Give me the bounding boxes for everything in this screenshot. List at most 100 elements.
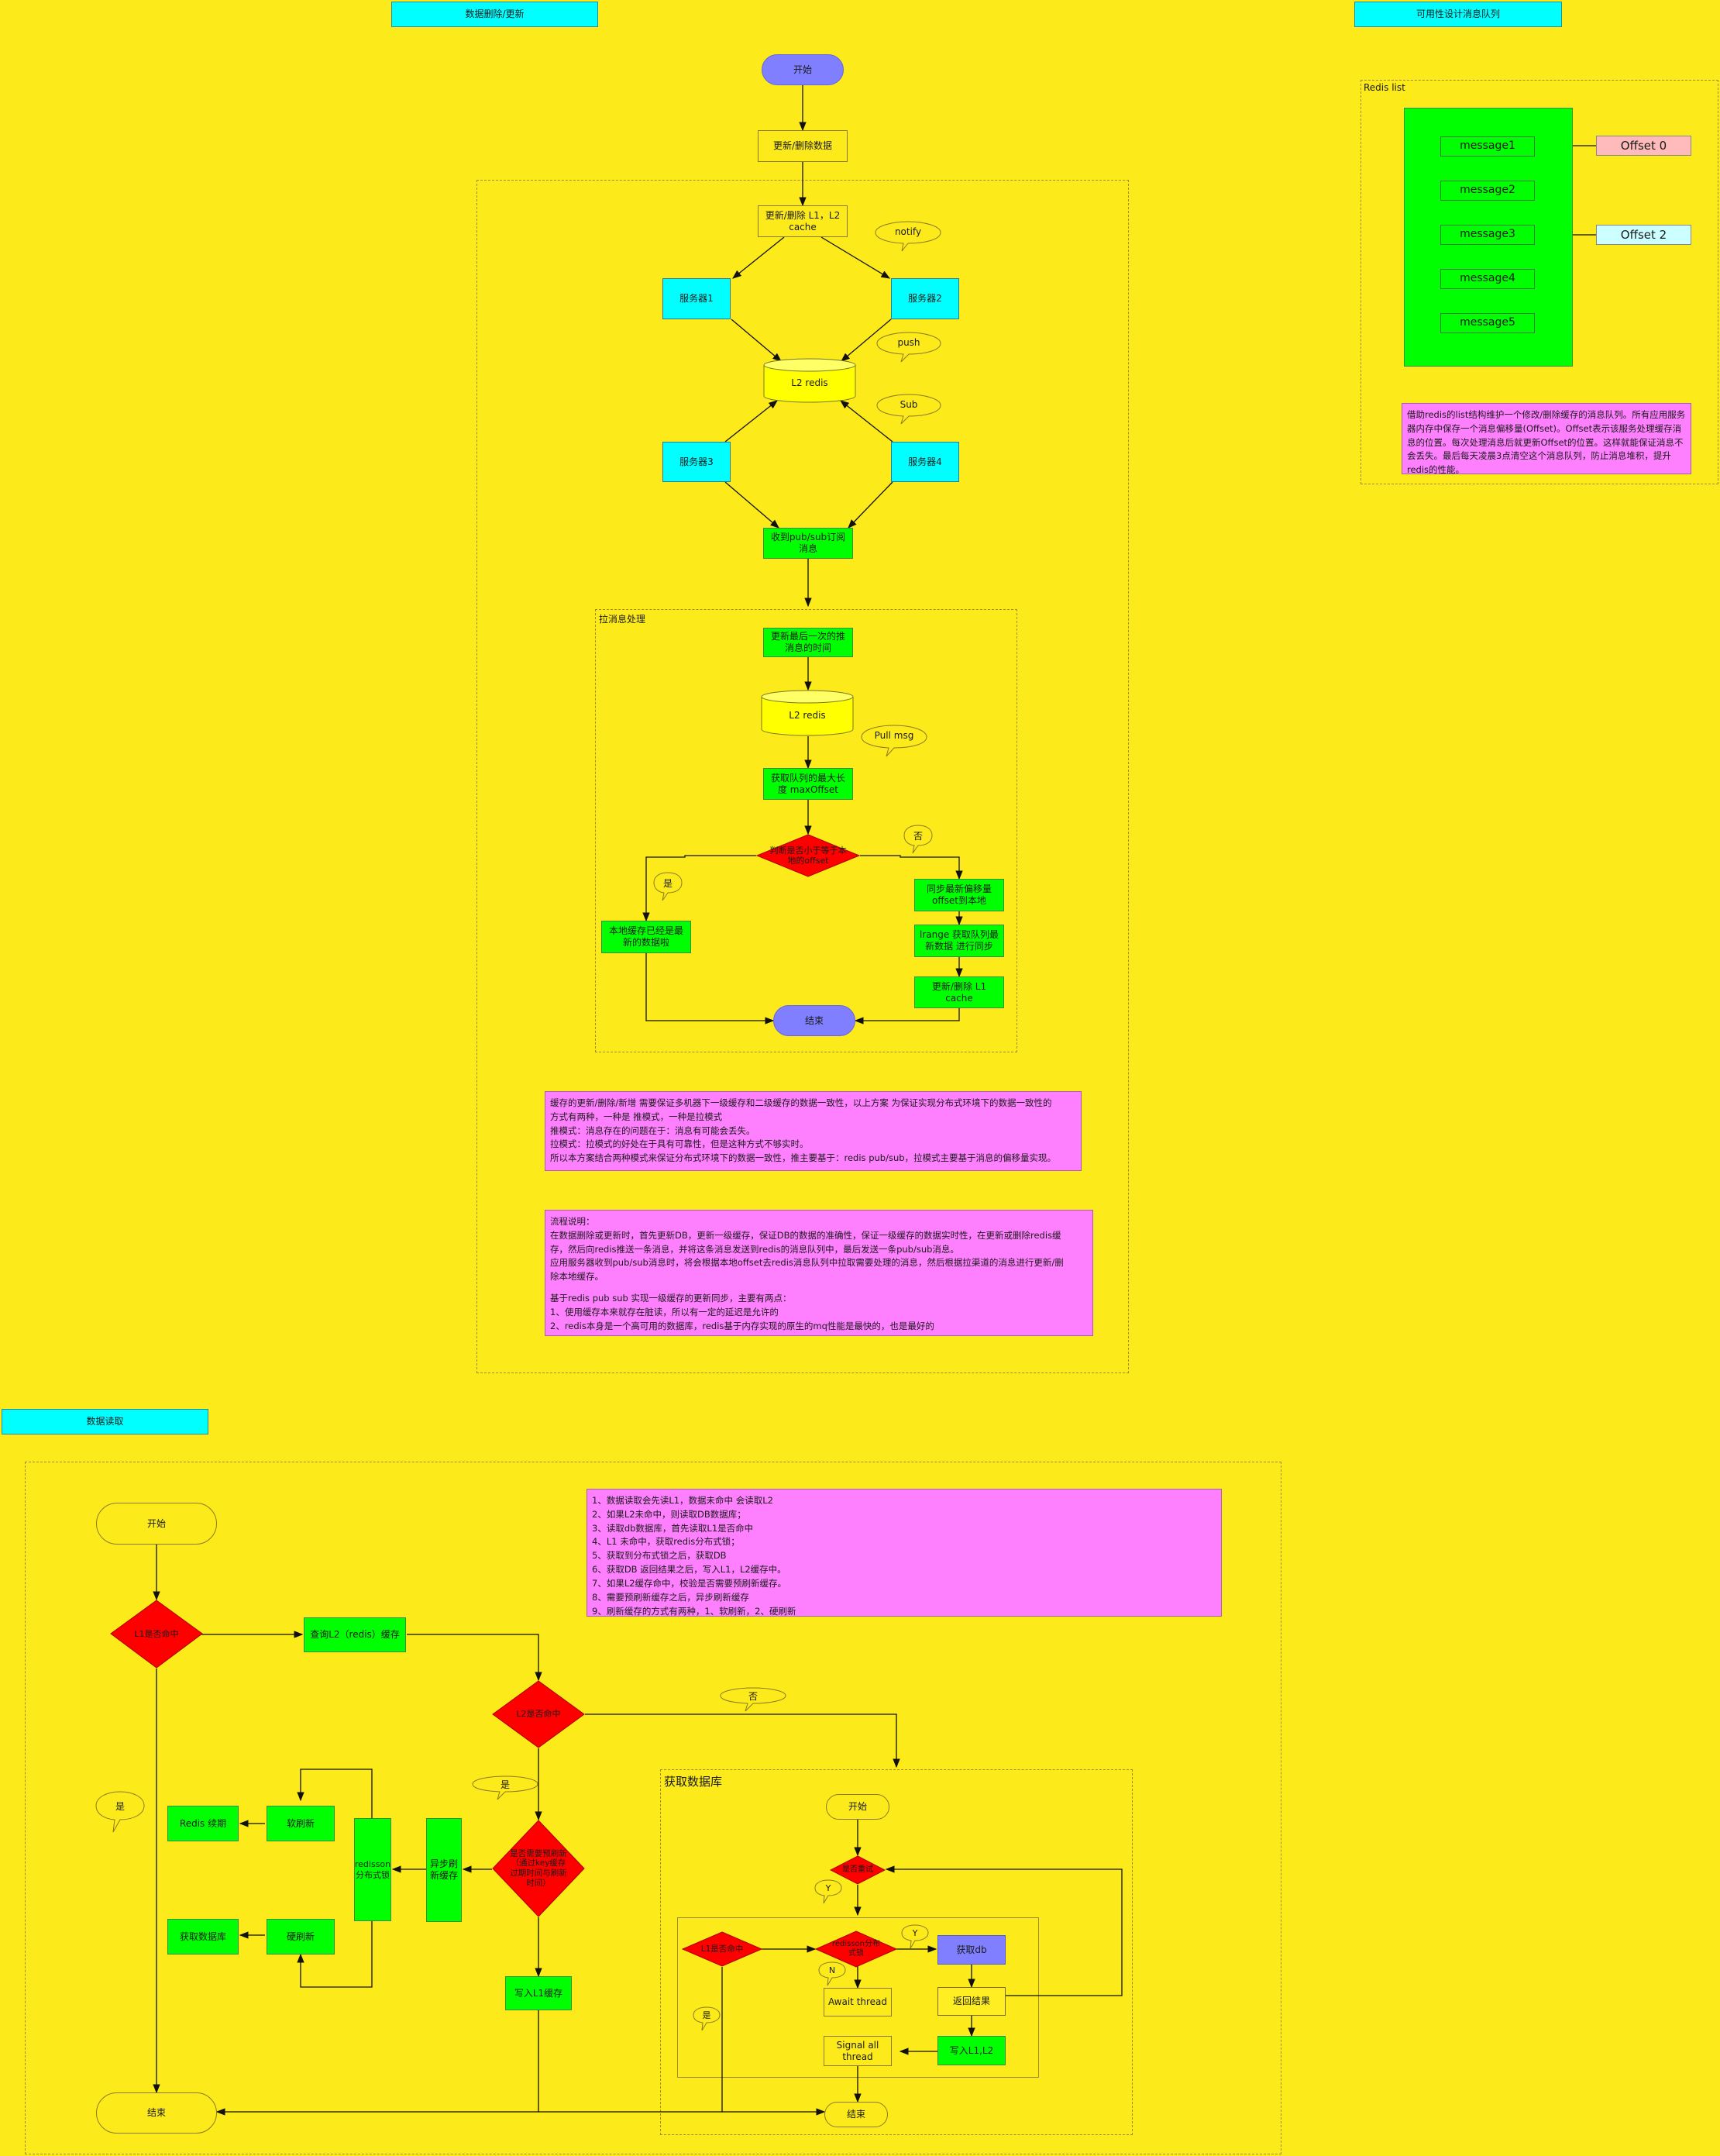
server3-node[interactable]: 服务器3 [662, 442, 731, 482]
sub-text: Sub [900, 399, 918, 410]
yes-text-4: 是 [702, 2010, 711, 2020]
write-l1-node[interactable]: 写入L1缓存 [505, 1976, 572, 2010]
edge [840, 400, 893, 443]
note-line: 拉模式：拉模式的好处在于具有可靠性，但是这种方式不够实时。 [550, 1138, 809, 1150]
note-line: 除本地缓存。 [550, 1271, 604, 1283]
message-item-2[interactable]: message2 [1440, 181, 1535, 201]
edge [854, 1008, 960, 1025]
note-line: 1、数据读取会先读L1，数据未命中 会读取L2 [592, 1495, 773, 1506]
notify-text: notify [894, 226, 922, 237]
lrange-node[interactable]: lrange 获取队列最新数据 进行同步 [914, 925, 1004, 957]
no-text-1: 否 [913, 830, 923, 842]
note-line: 存，然后向redis推送一条消息，并将这条消息发送到redis的消息队列中，最后… [550, 1243, 959, 1255]
update-l1-node[interactable]: 更新/删除 L1 cache [914, 976, 1004, 1008]
lock-text: redisson分布式锁 [831, 1940, 881, 1958]
message-item-5[interactable]: message5 [1440, 313, 1535, 333]
server1-node[interactable]: 服务器1 [662, 278, 731, 319]
y-note-2: Y [900, 1924, 930, 1950]
await-thread-box[interactable]: Await thread [824, 1988, 892, 2017]
max-offset-node[interactable]: 获取队列的最大长度 maxOffset [763, 768, 853, 800]
retry-decision[interactable]: 是否重试 [829, 1855, 886, 1885]
db-l1-hit-decision[interactable]: L1是否命中 [681, 1931, 763, 1967]
message-item-4[interactable]: message4 [1440, 269, 1535, 289]
l2-hit-text: L2是否命中 [516, 1709, 561, 1720]
update-time-node[interactable]: 更新最后一次的推消息的时间 [763, 628, 853, 657]
lock-decision[interactable]: redisson分布式锁 [814, 1930, 898, 1968]
update-note-1: 缓存的更新/删除/新增 需要保证多机器下一级缓存和二级缓存的数据一致性，以上方案… [545, 1091, 1082, 1171]
sync-offset-node[interactable]: 同步最新偏移量offset到本地 [914, 879, 1004, 911]
push-text: push [897, 337, 920, 348]
yes-note-3: 是 [95, 1790, 146, 1834]
yes-text-1: 是 [662, 877, 673, 889]
no-note-1: 否 [903, 824, 934, 855]
note-line: 基于redis pub sub 实现一级缓存的更新同步，主要有两点： [550, 1293, 792, 1304]
queue-section-title: 可用性设计消息队列 [1354, 2, 1562, 27]
need-refresh-decision[interactable]: 是否需要预刷新（通过key缓存过期时间与刷新时间） [492, 1820, 585, 1917]
read-note: 1、数据读取会先读L1，数据未命中 会读取L2 2、如果L2未命中，则读取DB数… [587, 1489, 1222, 1617]
notify-note: notify [874, 220, 942, 253]
db-start[interactable]: 开始 [826, 1794, 889, 1820]
l1-hit-text: L1是否命中 [134, 1628, 179, 1639]
receive-message-node[interactable]: 收到pub/sub订阅消息 [763, 528, 853, 559]
message-item-1[interactable]: message1 [1440, 136, 1535, 157]
offset-0-node[interactable]: Offset 0 [1596, 136, 1691, 156]
note-line: 流程说明： [550, 1216, 595, 1227]
note-line: 6、获取DB 返回结果之后，写入L1，L2缓存中。 [592, 1564, 786, 1576]
read-start[interactable]: 开始 [96, 1503, 217, 1545]
update-data-node[interactable]: 更新/删除数据 [758, 130, 848, 162]
return-result-box[interactable]: 返回结果 [937, 1987, 1006, 2016]
db-frame-title: 获取数据库 [664, 1775, 723, 1789]
l2-redis-cylinder-2[interactable]: L2 redis [761, 690, 854, 736]
redis-list-label: Redis list [1364, 82, 1405, 93]
async-refresh-node[interactable]: 异步刷新缓存 [426, 1818, 462, 1922]
note-line: 2、redis本身是一个高可用的数据库，redis基于内存实现的原生的mq性能是… [550, 1320, 934, 1331]
update-start[interactable]: 开始 [762, 54, 844, 85]
update-section-title: 数据删除/更新 [391, 2, 598, 27]
sub-note: Sub [875, 393, 942, 425]
edge [297, 1920, 373, 1988]
pull-group-frame [595, 609, 1017, 1052]
note-line: 7、如果L2缓存命中，校验是否需要预刷新缓存。 [592, 1577, 787, 1589]
edge [645, 953, 775, 1025]
note-line: 方式有两种，一种是 推模式，一种是拉模式 [550, 1111, 723, 1122]
y-text-1: Y [825, 1882, 831, 1893]
n-note: N [817, 1961, 847, 1987]
latest-data-node[interactable]: 本地缓存已经是最新的数据啦 [601, 921, 691, 953]
fetch-db-node[interactable]: 获取数据库 [167, 1919, 239, 1955]
note-line: 所以本方案结合两种模式来保证分布式环境下的数据一致性，推主要基于：redis p… [550, 1152, 1057, 1164]
db-frame [660, 1769, 1133, 2135]
offset-decision-text: 判断是否小于等于本地的offset [769, 845, 847, 866]
write-l1-l2-box[interactable]: 写入L1,L2 [937, 2036, 1006, 2065]
db-end[interactable]: 结束 [824, 2102, 888, 2127]
edge [642, 855, 756, 922]
fetch-db-box[interactable]: 获取db [937, 1935, 1006, 1965]
read-end[interactable]: 结束 [96, 2092, 217, 2134]
note-line: 5、获取到分布式锁之后，获取DB [592, 1550, 727, 1562]
edge [721, 1967, 826, 2116]
l1-hit-decision[interactable]: L1是否命中 [110, 1600, 203, 1669]
note-line [550, 1284, 1064, 1292]
need-refresh-text: 是否需要预刷新（通过key缓存过期时间与刷新时间） [510, 1848, 567, 1888]
server4-node[interactable]: 服务器4 [891, 442, 959, 482]
l2-redis-cylinder-1[interactable]: L2 redis [763, 358, 856, 403]
redisson-lock-node[interactable]: redisson分布式锁 [354, 1818, 391, 1921]
query-l2-node[interactable]: 查询L2（redis）缓存 [304, 1617, 406, 1652]
l2-hit-decision[interactable]: L2是否命中 [492, 1680, 585, 1748]
signal-thread-box[interactable]: Signal all thread [824, 2036, 892, 2066]
message-item-3[interactable]: message3 [1440, 225, 1535, 245]
read-section-title: 数据读取 [2, 1409, 208, 1434]
no-text-2: 否 [748, 1690, 758, 1702]
yes-note-4: 是 [692, 2006, 721, 2032]
soft-refresh-node[interactable]: 软刷新 [267, 1806, 335, 1841]
hard-refresh-node[interactable]: 硬刷新 [267, 1919, 335, 1955]
offset-2-node[interactable]: Offset 2 [1596, 225, 1691, 245]
update-cache-node[interactable]: 更新/删除 L1，L2 cache [758, 205, 848, 237]
push-note: push [875, 331, 942, 363]
edge [860, 855, 963, 880]
update-end[interactable]: 结束 [773, 1005, 855, 1036]
redis-expire-node[interactable]: Redis 续期 [167, 1806, 239, 1841]
server2-node[interactable]: 服务器2 [891, 278, 959, 319]
pull-group-label: 拉消息处理 [599, 614, 646, 625]
offset-decision[interactable]: 判断是否小于等于本地的offset [755, 834, 861, 877]
